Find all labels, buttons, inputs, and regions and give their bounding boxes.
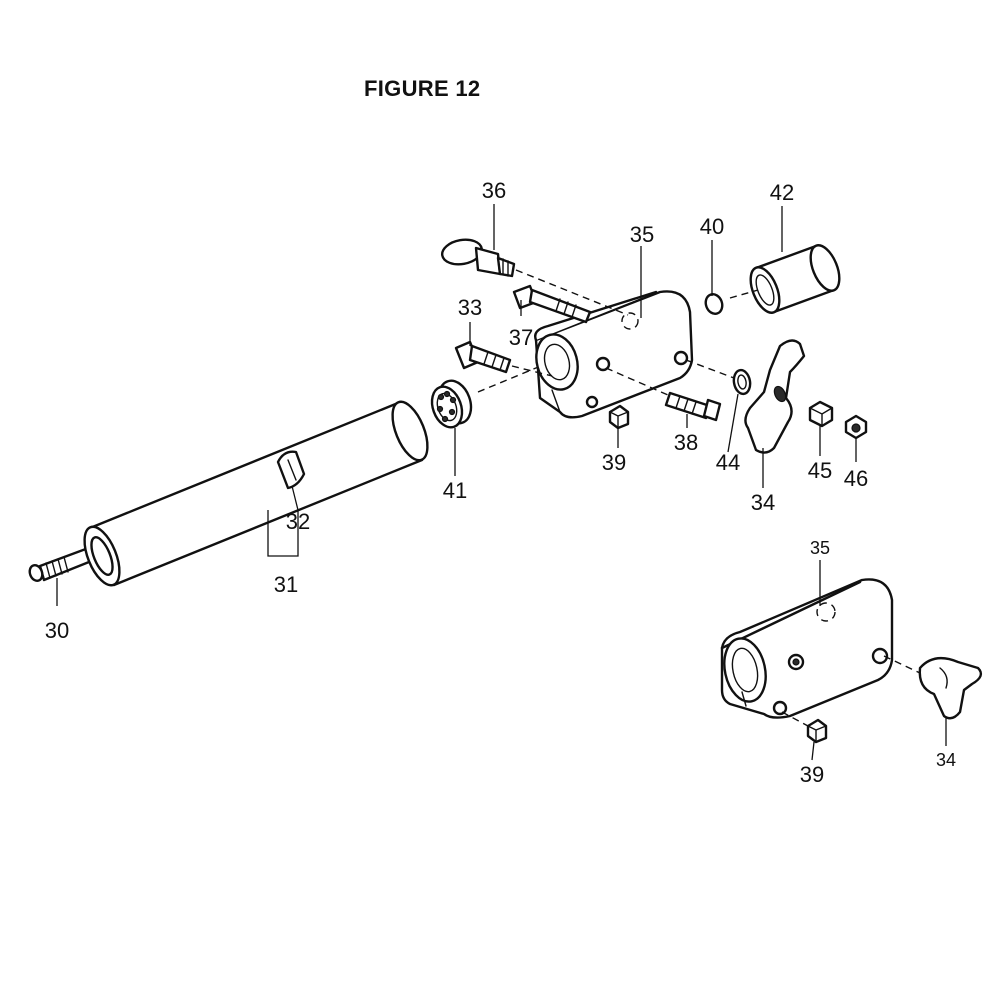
part-36-eye-bolt xyxy=(440,238,516,278)
label-inset-35: 35 xyxy=(810,538,830,558)
part-40-snap-ring xyxy=(704,293,724,315)
label-45: 45 xyxy=(808,458,832,483)
part-34-clamp-handle xyxy=(744,339,806,454)
part-31-tube xyxy=(83,400,429,587)
label-35: 35 xyxy=(630,222,654,247)
label-42: 42 xyxy=(770,180,794,205)
label-33: 33 xyxy=(458,295,482,320)
label-38: 38 xyxy=(674,430,698,455)
label-inset-34: 34 xyxy=(936,750,956,770)
part-41-bearing xyxy=(430,379,473,429)
part-37-cap-screw xyxy=(512,284,592,324)
part-33-set-screw xyxy=(454,340,512,374)
figure-title: FIGURE 12 xyxy=(364,76,481,101)
label-37: 37 xyxy=(509,325,533,350)
part-38-screw xyxy=(664,391,722,422)
label-40: 40 xyxy=(700,214,724,239)
label-32: 32 xyxy=(286,509,310,534)
part-45-nut xyxy=(808,400,834,428)
label-41: 41 xyxy=(443,478,467,503)
label-34: 34 xyxy=(751,490,775,515)
label-inset-39: 39 xyxy=(800,762,824,787)
label-39: 39 xyxy=(602,450,626,475)
inset-part-39-nut xyxy=(806,718,828,744)
part-42-sleeve xyxy=(749,244,841,314)
label-31: 31 xyxy=(274,572,298,597)
part-46-cap-nut xyxy=(844,414,868,440)
part-44-washer xyxy=(732,368,752,396)
leader-lines xyxy=(56,204,947,761)
label-36: 36 xyxy=(482,178,506,203)
label-46: 46 xyxy=(844,466,868,491)
part-35-housing xyxy=(534,290,694,419)
inset-housing-35 xyxy=(720,578,894,719)
part-39-nut xyxy=(608,404,630,430)
inset-part-34-knob xyxy=(918,656,983,720)
label-44: 44 xyxy=(716,450,740,475)
label-30: 30 xyxy=(45,618,69,643)
